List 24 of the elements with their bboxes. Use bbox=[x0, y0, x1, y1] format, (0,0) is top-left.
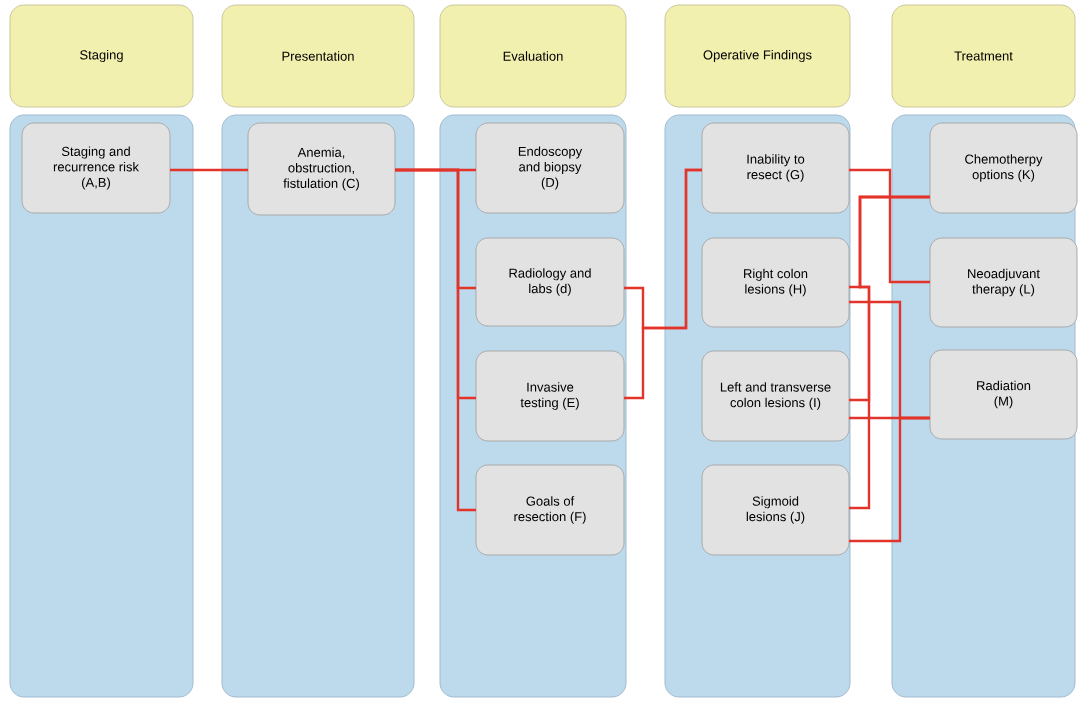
connector-line bbox=[849, 168, 930, 284]
connector-line bbox=[849, 416, 930, 543]
process-box: Left and transverse colon lesions (I) bbox=[701, 350, 850, 442]
column-header: Treatment bbox=[891, 4, 1076, 108]
connector-line bbox=[624, 168, 702, 400]
process-box: Invasive testing (E) bbox=[475, 350, 625, 442]
column-header: Evaluation bbox=[439, 4, 627, 108]
process-box: Radiology and labs (d) bbox=[475, 237, 625, 327]
process-box: Chemotherpy options (K) bbox=[929, 122, 1078, 214]
process-box: Staging and recurrence risk (A,B) bbox=[21, 122, 171, 214]
process-box: Anemia, obstruction, fistulation (C) bbox=[247, 122, 396, 216]
process-box: Right colon lesions (H) bbox=[701, 237, 850, 328]
connector-line bbox=[170, 168, 248, 172]
column-header: Operative Findings bbox=[664, 4, 851, 108]
process-box: Inability to resect (G) bbox=[701, 122, 850, 214]
process-box: Radiation (M) bbox=[929, 349, 1078, 440]
column-header: Staging bbox=[9, 4, 194, 108]
column-header: Presentation bbox=[221, 4, 415, 108]
process-box: Sigmoid lesions (J) bbox=[701, 464, 850, 556]
process-box: Endoscopy and biopsy (D) bbox=[475, 122, 625, 214]
connector-line bbox=[849, 195, 930, 510]
process-box: Goals of resection (F) bbox=[475, 464, 625, 556]
connector-line bbox=[395, 168, 476, 512]
process-box: Neoadjuvant therapy (L) bbox=[929, 237, 1078, 328]
